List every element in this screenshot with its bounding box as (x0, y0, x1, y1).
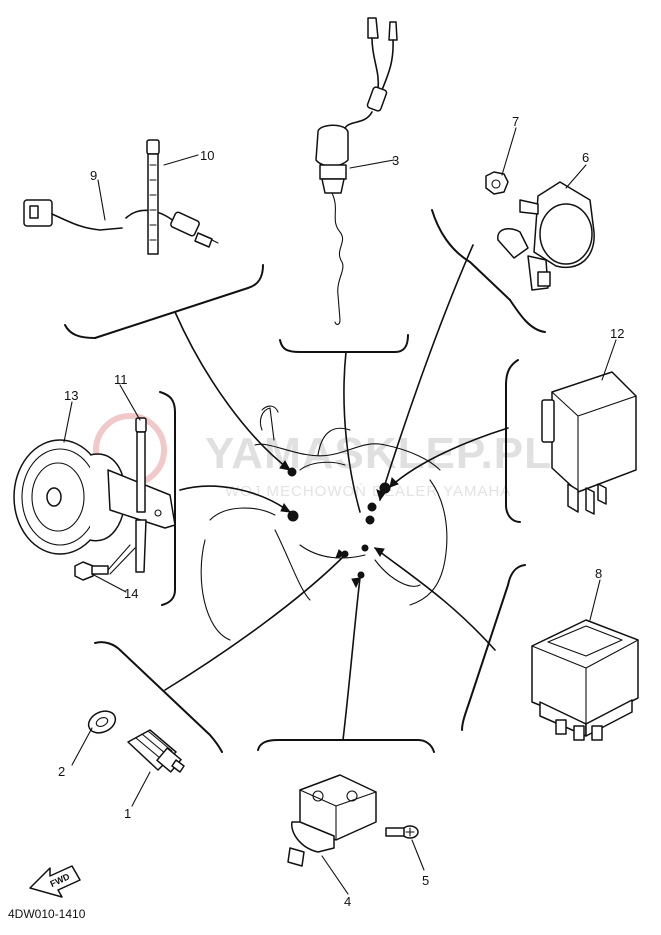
part-11-cable-tie (135, 417, 147, 573)
diagram-code: 4DW010-1410 (8, 907, 86, 921)
callout-labels: 10 9 3 7 6 12 8 11 13 14 2 1 4 5 (58, 114, 624, 909)
watermark-sub-text: WOJ MECHOWOŃ DEALER YAMAHA (225, 483, 511, 500)
callout-1: 1 (124, 806, 131, 821)
callout-14: 14 (124, 586, 138, 601)
callout-4: 4 (344, 894, 351, 909)
part-6-relay-unit (497, 181, 595, 291)
part-4-switch-assembly (287, 774, 377, 867)
motorcycle-frame-outline (200, 405, 448, 641)
part-2-washer (87, 710, 117, 734)
callout-8: 8 (595, 566, 602, 581)
callout-13: 13 (64, 388, 78, 403)
part-9-wire-connector (23, 199, 219, 248)
leader-lines (164, 244, 509, 741)
part-1-switch (127, 729, 185, 773)
part-5-screw (385, 825, 419, 839)
callout-6: 6 (582, 150, 589, 165)
grouping-brackets (64, 209, 546, 753)
callout-11: 11 (114, 372, 128, 387)
part-13-horn (13, 439, 176, 555)
fwd-arrow-icon: FWD (29, 865, 81, 898)
callout-9: 9 (90, 168, 97, 183)
callout-2: 2 (58, 764, 65, 779)
part-10-cable-tie (146, 139, 160, 255)
callout-12: 12 (610, 326, 624, 341)
callout-3: 3 (392, 153, 399, 168)
part-3-sensor (315, 17, 398, 325)
part-8-flasher-relay (531, 619, 639, 741)
callout-5: 5 (422, 873, 429, 888)
callout-leaders (63, 127, 617, 895)
watermark: YAMASKLEP.PL WOJ MECHOWOŃ DEALER YAMAHA (93, 413, 552, 500)
part-14-bolt (74, 544, 136, 581)
watermark-main-text: YAMASKLEP.PL (205, 429, 552, 478)
part-7-nut (485, 171, 509, 195)
callout-7: 7 (512, 114, 519, 129)
callout-10: 10 (200, 148, 214, 163)
part-12-relay (541, 371, 637, 515)
